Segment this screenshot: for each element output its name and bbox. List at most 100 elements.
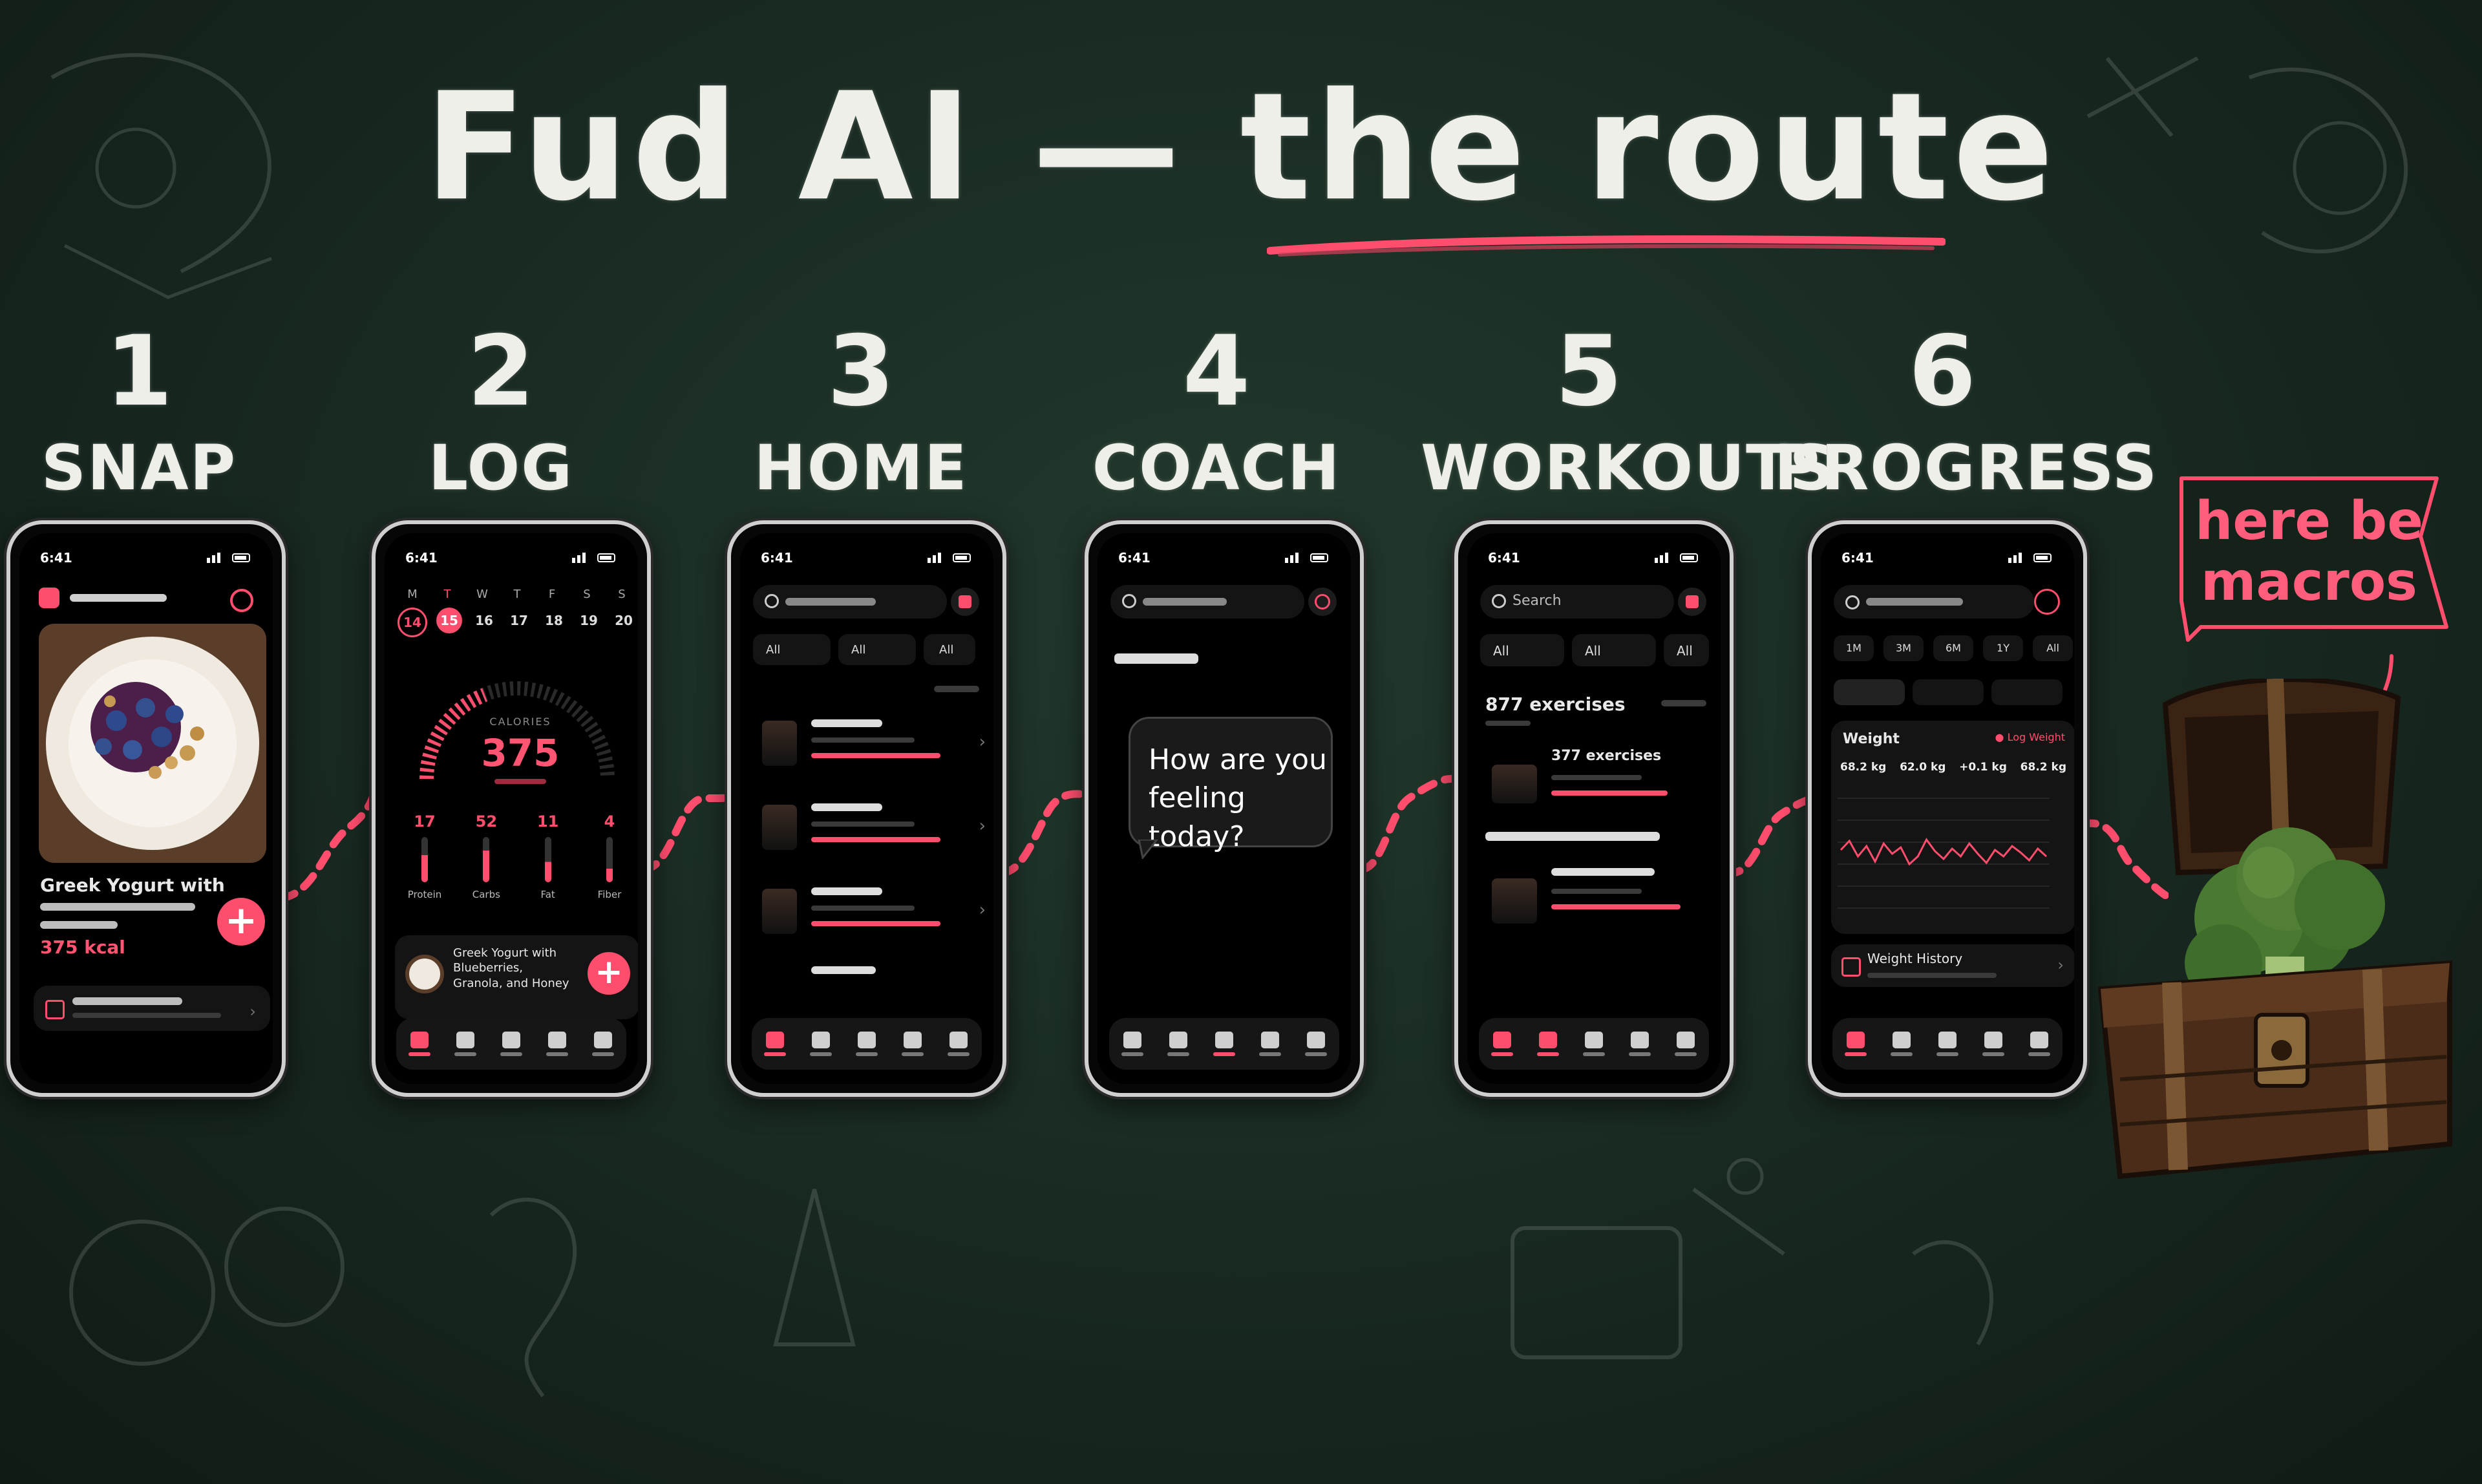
tab-coach[interactable] (1578, 1026, 1609, 1062)
settings-button[interactable] (1308, 588, 1337, 616)
tab-workouts[interactable] (588, 1026, 619, 1062)
tab-stats[interactable] (1533, 1026, 1564, 1062)
weight-stats: 68.2 kg 62.0 kg +0.1 kg 68.2 kg (1840, 761, 2066, 774)
chevron-right-icon: › (2057, 956, 2064, 974)
tab-coach[interactable] (1209, 1026, 1240, 1062)
filter-chip-value: All (939, 643, 954, 657)
refresh-icon[interactable] (2034, 589, 2060, 615)
exercise-row[interactable]: › (753, 790, 992, 868)
tab-workouts[interactable] (2024, 1026, 2055, 1062)
gear-icon (1315, 594, 1330, 610)
segment-tab[interactable] (1913, 679, 1984, 705)
search-bar[interactable] (1110, 585, 1304, 619)
profile-bar[interactable] (1834, 585, 2034, 619)
hint-card[interactable]: › (34, 986, 270, 1031)
range-all[interactable]: All (2033, 635, 2073, 661)
tab-stats[interactable] (1886, 1026, 1917, 1062)
add-food-button[interactable]: + (588, 952, 630, 995)
date-15[interactable]: 15 (436, 608, 462, 633)
filter-chip[interactable]: All (924, 634, 975, 665)
exercise-thumbnail (762, 889, 797, 934)
range-1m[interactable]: 1M (1834, 635, 1874, 661)
tab-bar (1109, 1018, 1339, 1070)
stats-icon (456, 1032, 474, 1048)
stats-icon (1538, 1032, 1557, 1048)
tab-coach[interactable] (496, 1026, 527, 1062)
step-label: PROGRESS (1774, 432, 2159, 504)
tab-home[interactable] (404, 1026, 435, 1062)
filter-chip[interactable]: All (1664, 634, 1709, 666)
date-20[interactable]: 20 (615, 613, 633, 628)
tab-settings[interactable] (1255, 1026, 1286, 1062)
tab-home[interactable] (1117, 1026, 1148, 1062)
range-3m[interactable]: 3M (1883, 635, 1924, 661)
exercise-row[interactable]: › (753, 874, 992, 952)
add-food-button[interactable]: + (217, 898, 265, 946)
chat-icon (857, 1032, 876, 1048)
home-icon[interactable] (39, 588, 59, 608)
date-17[interactable]: 17 (510, 613, 528, 628)
date-18[interactable]: 18 (545, 613, 563, 628)
filter-chip[interactable]: All (1480, 634, 1564, 666)
tab-home[interactable] (1487, 1026, 1518, 1062)
tab-settings[interactable] (542, 1026, 573, 1062)
macro-label: Carbs (472, 889, 500, 900)
filter-chip[interactable]: All (838, 634, 916, 665)
exercise-row[interactable]: 377 exercises (1480, 739, 1719, 823)
tab-workouts[interactable] (943, 1026, 974, 1062)
search-bar[interactable]: Search (1480, 585, 1674, 619)
date-19[interactable]: 19 (580, 613, 598, 628)
range-1y[interactable]: 1Y (1983, 635, 2023, 661)
gear-icon (1984, 1032, 2003, 1048)
refresh-icon[interactable] (230, 589, 253, 612)
tab-coach[interactable] (1932, 1026, 1963, 1062)
weekday: M (407, 588, 418, 601)
search-bar[interactable] (753, 585, 947, 619)
stats-icon (1169, 1032, 1187, 1048)
list-more (811, 966, 876, 974)
chat-icon (502, 1032, 520, 1048)
segment-tab[interactable] (1991, 679, 2063, 705)
tab-workouts[interactable] (1670, 1026, 1701, 1062)
date-16[interactable]: 16 (475, 613, 493, 628)
tab-home[interactable] (1840, 1026, 1871, 1062)
dumbbell-icon (594, 1032, 613, 1048)
range-6m[interactable]: 6M (1933, 635, 1973, 661)
stat-start: 68.2 kg (2020, 761, 2066, 774)
tab-settings[interactable] (1978, 1026, 2009, 1062)
filter-button[interactable] (951, 588, 979, 616)
tab-workouts[interactable] (1300, 1026, 1331, 1062)
phone-coach: 6:41 How are you feeling today? (1085, 520, 1364, 1097)
step-label: HOME (754, 432, 968, 504)
exercise-row[interactable] (1480, 853, 1719, 943)
weekday: T (513, 588, 521, 601)
segment-tab[interactable] (1834, 679, 1905, 705)
tab-settings[interactable] (897, 1026, 928, 1062)
weight-history-row[interactable]: Weight History › (1831, 944, 2074, 987)
weekday: S (618, 588, 626, 601)
filter-chip[interactable]: All (1572, 634, 1656, 666)
weight-series-line (1840, 838, 2048, 866)
header-title (70, 594, 167, 602)
status-bar: 6:41 (1488, 550, 1700, 569)
step-4: 4 COACH (1048, 323, 1384, 504)
macro-value: 11 (536, 812, 559, 831)
log-weight-button[interactable]: ● Log Weight (1995, 731, 2065, 743)
exercise-row[interactable]: › (753, 706, 992, 784)
search-icon (1492, 594, 1506, 608)
tab-coach[interactable] (851, 1026, 882, 1062)
tab-home[interactable] (759, 1026, 790, 1062)
macro-bar (606, 837, 613, 882)
date-14[interactable]: 14 (398, 608, 427, 637)
filter-button[interactable] (1678, 588, 1706, 616)
tab-settings[interactable] (1624, 1026, 1655, 1062)
exercise-tag (1551, 904, 1681, 909)
food-entry-card[interactable]: Greek Yogurt with Blueberries, Granola, … (395, 935, 638, 1019)
tab-stats[interactable] (805, 1026, 836, 1062)
filter-chip[interactable]: All (753, 634, 831, 665)
tab-stats[interactable] (450, 1026, 481, 1062)
tab-stats[interactable] (1163, 1026, 1194, 1062)
screen: 6:41 How are you feeling today? (1098, 533, 1351, 1084)
filter-icon (1686, 595, 1699, 608)
tab-bar (1832, 1018, 2063, 1070)
